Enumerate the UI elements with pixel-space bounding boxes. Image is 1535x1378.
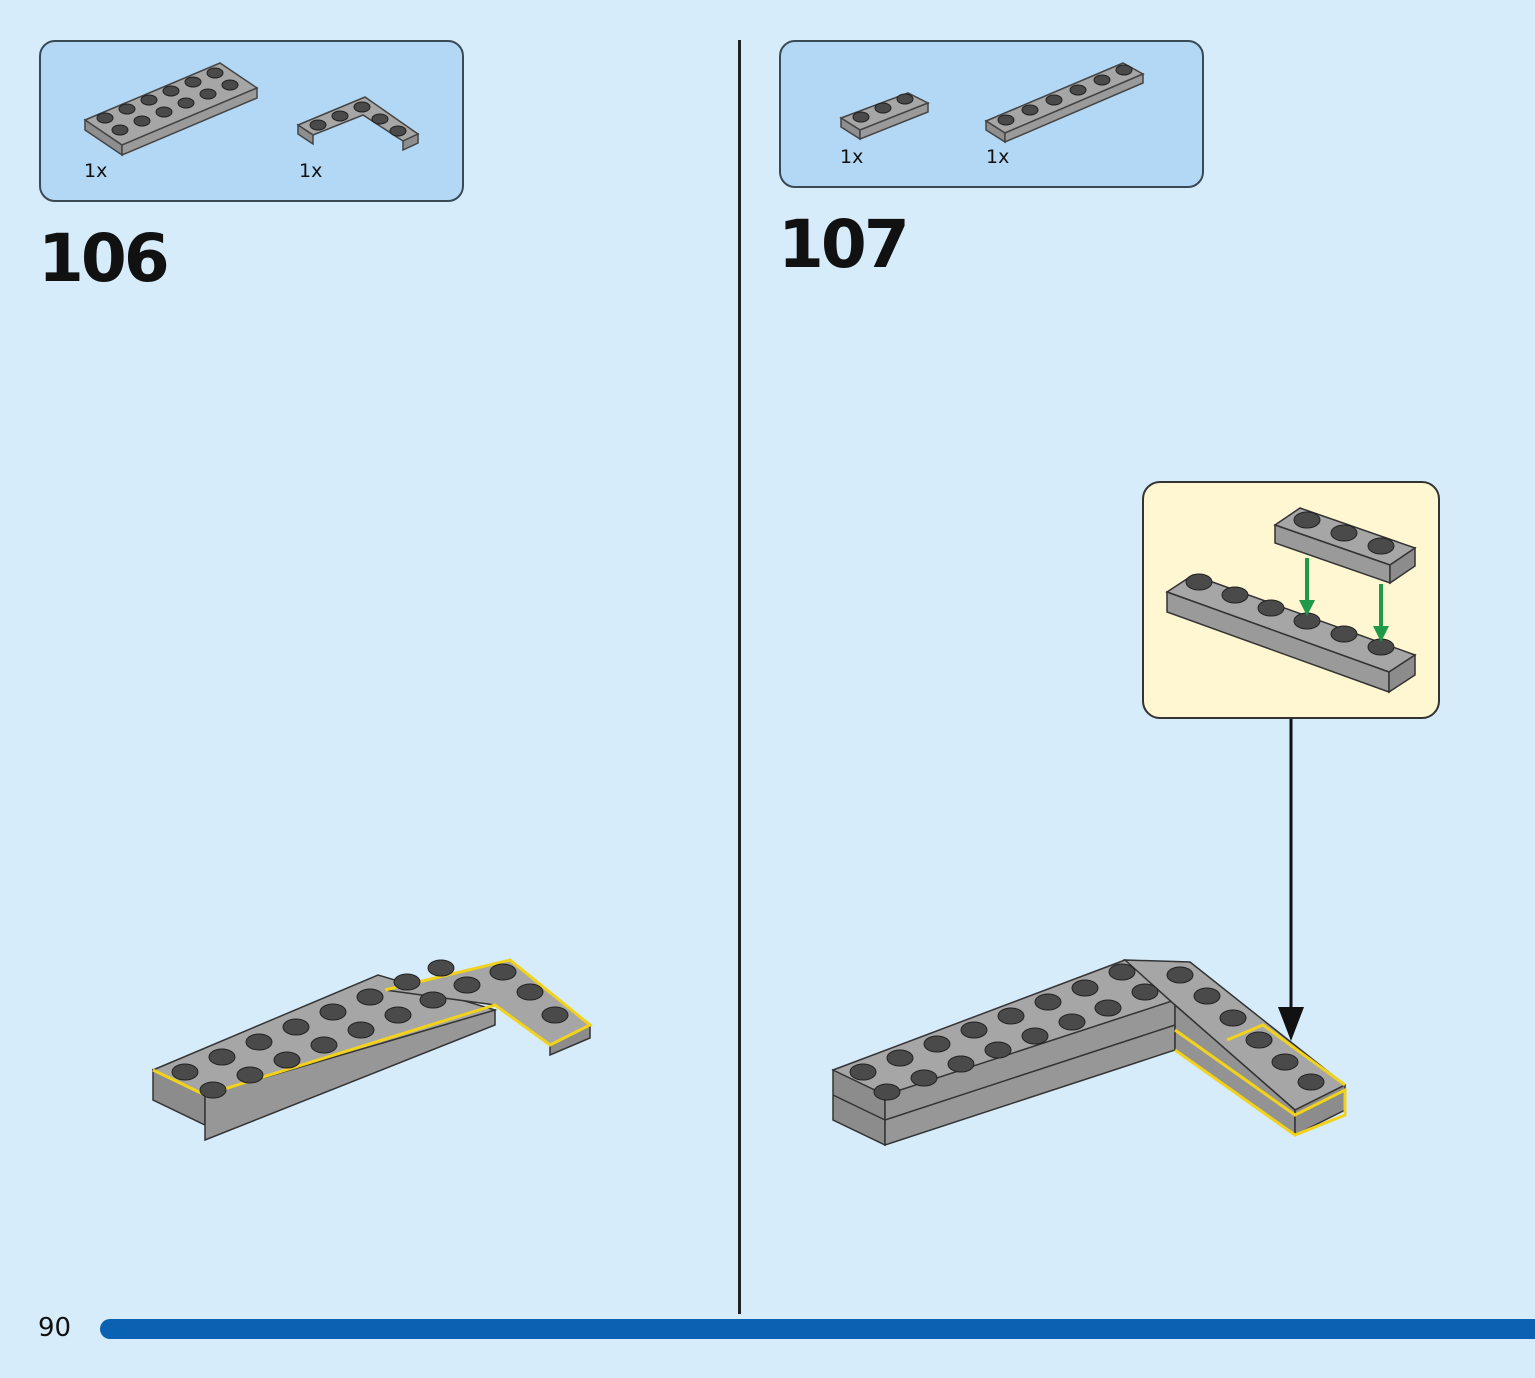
part-qty-106-2: 1x [299, 160, 323, 182]
step-number-106: 106 [38, 220, 170, 297]
callout-assembly-image [1165, 507, 1417, 694]
part-qty-107-1: 1x [840, 146, 864, 168]
build-model-107 [831, 959, 1347, 1147]
page-footer-bar [100, 1319, 1535, 1339]
plate-1x3-part-image [839, 92, 930, 141]
plate-2x8-part-image [83, 62, 259, 157]
plate-corner-part-image [296, 96, 420, 152]
build-model-106 [151, 958, 593, 1142]
part-qty-106-1: 1x [84, 160, 108, 182]
page-number: 90 [38, 1313, 72, 1343]
placement-arrow [1278, 719, 1304, 1041]
plate-1x6-part-image [984, 62, 1145, 144]
column-divider [738, 40, 741, 1314]
step-number-107: 107 [778, 206, 910, 283]
part-qty-107-2: 1x [986, 146, 1010, 168]
